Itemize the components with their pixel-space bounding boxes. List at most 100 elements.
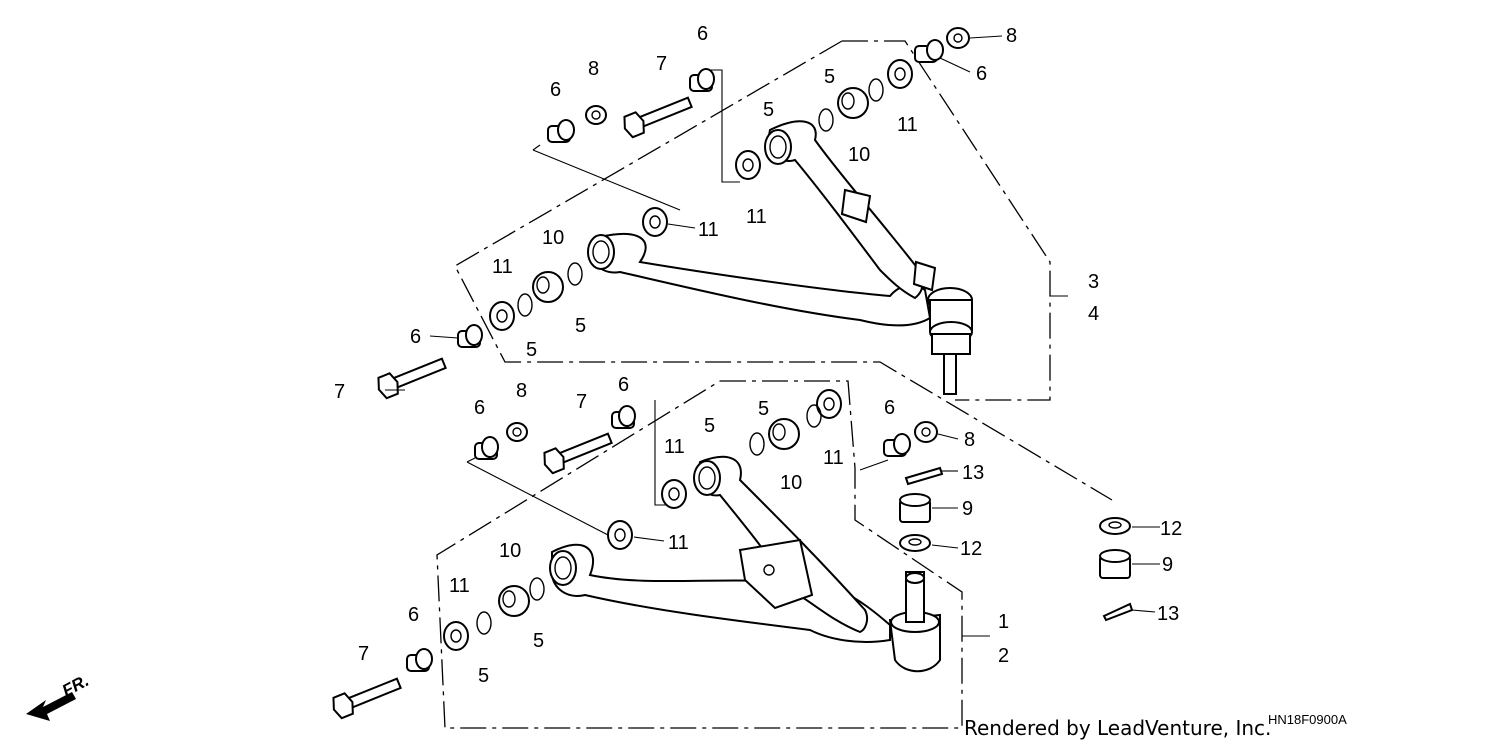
bearing-11a — [489, 301, 515, 331]
callout-10b: 10 — [848, 144, 870, 166]
callout-labels: 1 2 3 4 5 5 5 5 5 5 5 5 6 6 6 6 6 6 6 6 … — [334, 23, 1182, 687]
seal-5f — [806, 404, 822, 428]
callout-9a: 9 — [962, 498, 973, 520]
bearing-11d — [887, 59, 913, 89]
cotter-pin-13b — [1102, 602, 1134, 622]
bushing-10b — [837, 87, 869, 119]
callout-2: 2 — [998, 645, 1009, 667]
callout-13a: 13 — [962, 462, 984, 484]
callout-5a: 5 — [526, 339, 537, 361]
callout-6h: 6 — [408, 604, 419, 626]
castle-nut-9a — [899, 493, 931, 523]
hardware-parts — [332, 27, 1134, 720]
callout-5e: 5 — [704, 415, 715, 437]
bushing-10c — [768, 418, 800, 450]
callout-8c: 8 — [516, 380, 527, 402]
callout-8b: 8 — [1006, 25, 1017, 47]
callout-1: 1 — [998, 611, 1009, 633]
bearing-11c — [735, 150, 761, 180]
callout-10a: 10 — [542, 227, 564, 249]
nut-8a — [585, 105, 607, 125]
washer-12b — [1099, 517, 1131, 535]
callout-13b: 13 — [1157, 603, 1179, 625]
callout-5h: 5 — [533, 630, 544, 652]
callout-6a: 6 — [550, 79, 561, 101]
callout-6e: 6 — [474, 397, 485, 419]
leader-lines — [466, 69, 1068, 637]
callout-11a: 11 — [492, 256, 513, 278]
callout-10c: 10 — [780, 472, 802, 494]
callout-5f: 5 — [758, 398, 769, 420]
callout-9b: 9 — [1162, 554, 1173, 576]
callout-5d: 5 — [824, 66, 835, 88]
collar-6h — [406, 648, 433, 672]
callout-11f: 11 — [823, 447, 844, 469]
callout-3: 3 — [1088, 271, 1099, 293]
callout-11g: 11 — [668, 532, 689, 554]
callout-7a: 7 — [334, 381, 345, 403]
bushing-10d — [498, 585, 530, 617]
callout-11b: 11 — [698, 219, 719, 241]
front-label: FR. — [59, 671, 92, 701]
callout-8a: 8 — [588, 58, 599, 80]
collar-6b — [689, 68, 715, 92]
callout-7d: 7 — [358, 643, 369, 665]
assembly-boundary-lines — [436, 40, 1113, 729]
callout-6d: 6 — [410, 326, 421, 348]
callout-5c: 5 — [763, 99, 774, 121]
callout-6f: 6 — [618, 374, 629, 396]
callout-11h: 11 — [449, 575, 470, 597]
lower-control-arm — [549, 455, 941, 673]
callout-11e: 11 — [664, 436, 685, 458]
bearing-11e — [661, 479, 687, 509]
seal-5b — [567, 262, 583, 286]
callout-6b: 6 — [697, 23, 708, 45]
seal-5e — [749, 432, 765, 456]
seal-5h — [529, 577, 545, 601]
bearing-11h — [443, 621, 469, 651]
bushing-10a — [532, 271, 564, 303]
callout-11d: 11 — [897, 114, 918, 136]
castle-nut-9b — [1099, 549, 1131, 579]
callout-5g: 5 — [478, 665, 489, 687]
callout-6g: 6 — [884, 397, 895, 419]
callout-7b: 7 — [656, 53, 667, 75]
collar-6a — [547, 119, 575, 143]
front-arrow-icon — [26, 692, 76, 721]
callout-ticks — [385, 35, 1160, 613]
callout-7c: 7 — [576, 391, 587, 413]
callout-8d: 8 — [964, 429, 975, 451]
upper-control-arm — [587, 120, 973, 395]
bolt-upper-top — [623, 96, 693, 139]
washer-12a — [899, 534, 931, 552]
cotter-pin-13a — [904, 466, 944, 486]
front-direction-indicator: FR. — [26, 671, 92, 721]
diagram-code: HN18F0900A — [1268, 712, 1347, 727]
nut-8c — [506, 422, 528, 442]
callout-12b: 12 — [1160, 518, 1182, 540]
nut-8d — [914, 421, 938, 443]
seal-5g — [476, 611, 492, 635]
callout-5b: 5 — [575, 315, 586, 337]
bearing-11g — [607, 520, 633, 550]
collar-6d — [457, 324, 483, 348]
collar-6g — [883, 433, 911, 457]
callout-4: 4 — [1088, 303, 1099, 325]
bolt-upper-left — [377, 357, 447, 400]
bolt-lower-top — [543, 432, 613, 475]
seal-5a — [517, 293, 533, 317]
callout-6c: 6 — [976, 63, 987, 85]
nut-8b — [946, 27, 970, 49]
bearing-11b — [642, 207, 668, 237]
seal-5d — [868, 78, 884, 102]
bolt-lower-left — [332, 677, 402, 720]
seal-5c — [818, 108, 834, 132]
callout-10d: 10 — [499, 540, 521, 562]
callout-11c: 11 — [746, 206, 767, 228]
callout-12a: 12 — [960, 538, 982, 560]
collar-6c — [914, 39, 944, 63]
collar-6f — [611, 405, 636, 429]
credit-text: Rendered by LeadVenture, Inc. — [964, 716, 1272, 740]
bearing-11f — [816, 389, 842, 419]
